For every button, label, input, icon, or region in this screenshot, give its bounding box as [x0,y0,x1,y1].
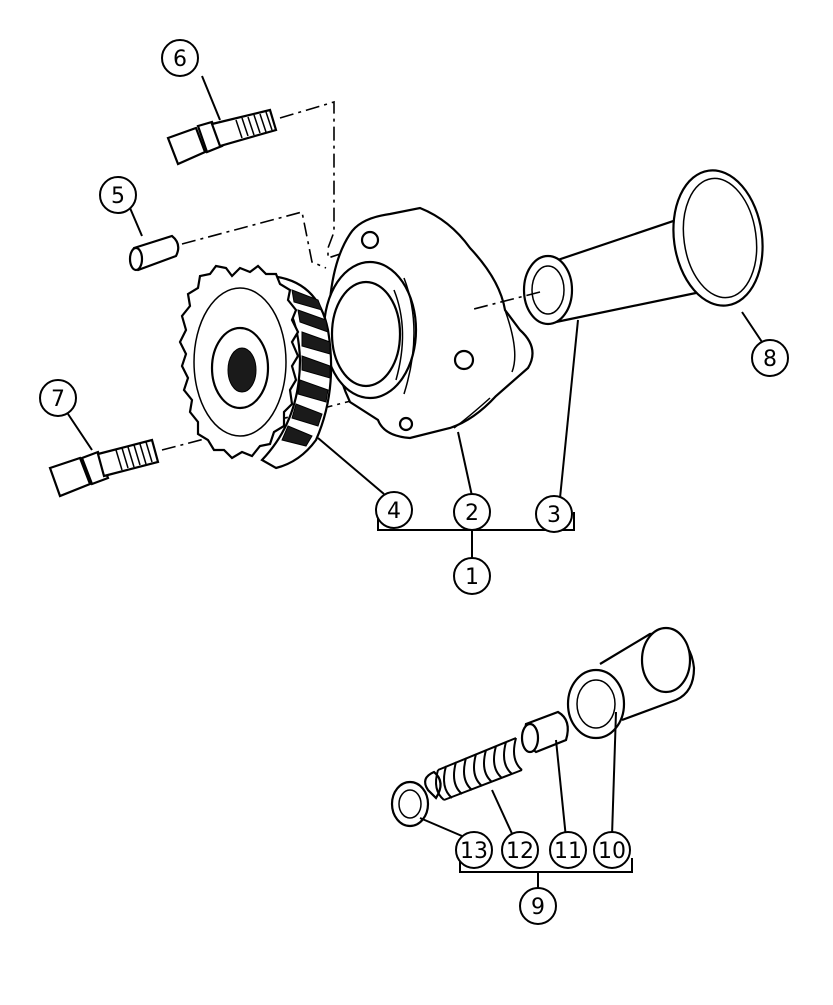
bolt-7 [48,438,160,498]
plunger-11 [520,710,569,754]
pump-housing-2 [322,206,534,440]
svg-text:10: 10 [598,839,626,864]
leader-bolt-6 [279,100,353,260]
leader-pin-5 [181,211,327,269]
valve-sleeve-10 [566,626,696,740]
callout-10: 10 [593,831,631,869]
callout-7: 7 [39,379,77,417]
callout-5: 5 [99,176,137,214]
svg-text:7: 7 [51,387,65,412]
leader-shaft [469,291,541,311]
spring-12 [424,737,523,801]
svg-text:13: 13 [460,839,488,864]
callout-8: 8 [751,339,789,377]
svg-text:12: 12 [506,839,534,864]
callout-11: 11 [549,831,587,869]
svg-text:9: 9 [531,895,545,920]
gear-4 [178,264,333,470]
callout-2: 2 [453,493,491,531]
svg-text:6: 6 [173,47,187,72]
svg-text:3: 3 [547,503,561,528]
snap-ring-13 [390,780,430,828]
callout-1: 1 [453,557,491,595]
callout-4: 4 [375,491,413,529]
bolt-6 [166,108,278,166]
svg-text:4: 4 [387,499,401,524]
callout-3: 3 [535,495,573,533]
svg-text:8: 8 [763,347,777,372]
svg-text:11: 11 [554,839,582,864]
callout-12: 12 [501,831,539,869]
o-ring-8 [672,169,764,307]
svg-text:1: 1 [465,565,479,590]
callout-6: 6 [161,39,199,77]
callout-13: 13 [455,831,493,869]
dowel-pin-5 [128,234,180,272]
svg-text:5: 5 [111,184,125,209]
svg-text:2: 2 [465,501,479,526]
callout-9: 9 [519,887,557,925]
